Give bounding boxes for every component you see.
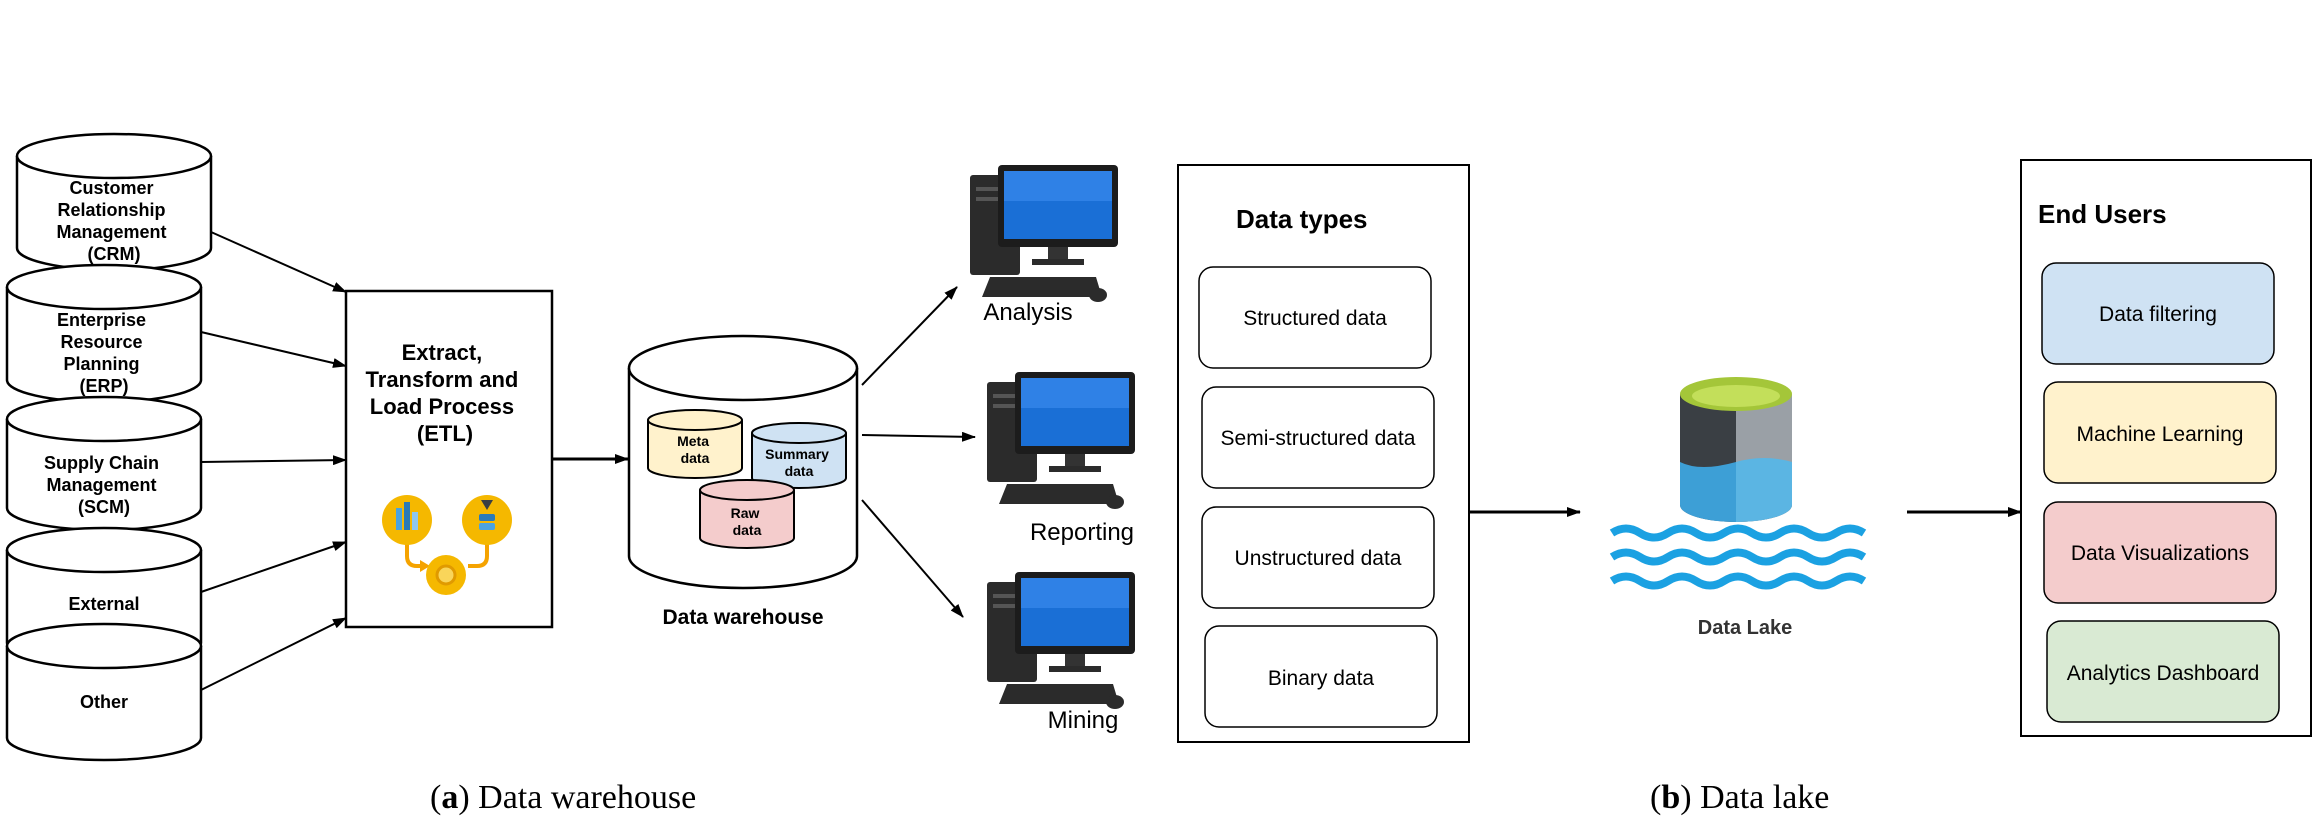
arrow-to-analysis — [861, 286, 958, 386]
meta-data-label: Meta data — [677, 433, 713, 466]
end-user-label: Machine Learning — [2077, 423, 2244, 446]
mining-computer-icon — [987, 572, 1135, 709]
meta-data-cylinder: Meta data — [647, 409, 743, 479]
summary-data-cylinder: Summary data — [751, 422, 847, 489]
end-user-label: Analytics Dashboard — [2067, 662, 2260, 685]
caption-a: (a) Data warehouse — [430, 779, 696, 816]
warehouse-label: Data warehouse — [662, 606, 823, 629]
arrow-erp-to-etl — [200, 331, 347, 368]
arrow-external-to-etl — [200, 541, 347, 593]
data-lake-icon — [1609, 377, 1867, 590]
etl-box: Extract, Transform and Load Process (ETL… — [344, 289, 554, 629]
data-type-label: Unstructured data — [1235, 547, 1402, 570]
data-types-heading: Data types — [1236, 204, 1368, 234]
end-user-label: Data Visualizations — [2071, 542, 2249, 565]
arrow-to-mining — [861, 499, 964, 618]
etl-process-icon — [382, 495, 512, 595]
end-user-item — [2043, 501, 2277, 604]
data-lake-label: Data Lake — [1698, 617, 1793, 639]
source-scm-label: Supply Chain Management (SCM) — [44, 453, 164, 517]
source-other-cylinder: Other — [5, 622, 203, 762]
raw-data-label: Raw data — [731, 505, 764, 538]
data-type-label: Semi-structured data — [1221, 427, 1416, 450]
end-user-item — [2041, 262, 2275, 365]
data-type-item — [1201, 386, 1435, 489]
end-users-panel: End Users Data filtering Machine Learnin… — [2020, 159, 2312, 737]
data-type-label: Structured data — [1243, 307, 1387, 330]
analysis-label: Analysis — [983, 299, 1072, 326]
end-user-label: Data filtering — [2099, 303, 2217, 326]
source-erp-label: Enterprise Resource Planning (ERP) — [57, 310, 151, 396]
mining-label: Mining — [1048, 707, 1119, 734]
warehouse-cylinder: Meta data Summary data Raw data — [627, 334, 859, 590]
end-user-item — [2043, 381, 2277, 484]
source-scm-cylinder: Supply Chain Management (SCM) — [5, 395, 203, 532]
lake-panel: Data types Structured data Semi-structur… — [1177, 159, 2312, 816]
data-type-item — [1198, 266, 1432, 369]
warehouse-panel: Customer Relationship Management (CRM) E… — [5, 132, 1135, 816]
end-user-item — [2046, 620, 2280, 723]
data-types-panel: Data types Structured data Semi-structur… — [1177, 164, 1470, 743]
arrow-scm-to-etl — [200, 455, 347, 466]
end-users-heading: End Users — [2038, 199, 2167, 229]
data-type-item — [1201, 506, 1435, 609]
etl-label: Extract, Transform and Load Process (ETL… — [366, 340, 525, 446]
data-type-item — [1204, 625, 1438, 728]
analysis-computer-icon — [970, 165, 1118, 302]
raw-data-cylinder: Raw data — [699, 479, 795, 549]
source-crm-cylinder: Customer Relationship Management (CRM) — [15, 132, 213, 272]
data-type-label: Binary data — [1268, 667, 1375, 690]
source-external-label: External — [68, 594, 139, 614]
source-other-label: Other — [80, 692, 128, 712]
caption-b: (b) Data lake — [1650, 779, 1829, 816]
source-erp-cylinder: Enterprise Resource Planning (ERP) — [5, 263, 203, 404]
arrow-crm-to-etl — [210, 231, 347, 293]
summary-data-label: Summary data — [765, 446, 833, 479]
reporting-computer-icon — [987, 372, 1135, 509]
source-crm-label: Customer Relationship Management (CRM) — [56, 178, 171, 264]
arrow-other-to-etl — [200, 617, 347, 691]
arrow-to-reporting — [861, 431, 976, 442]
reporting-label: Reporting — [1030, 519, 1134, 546]
